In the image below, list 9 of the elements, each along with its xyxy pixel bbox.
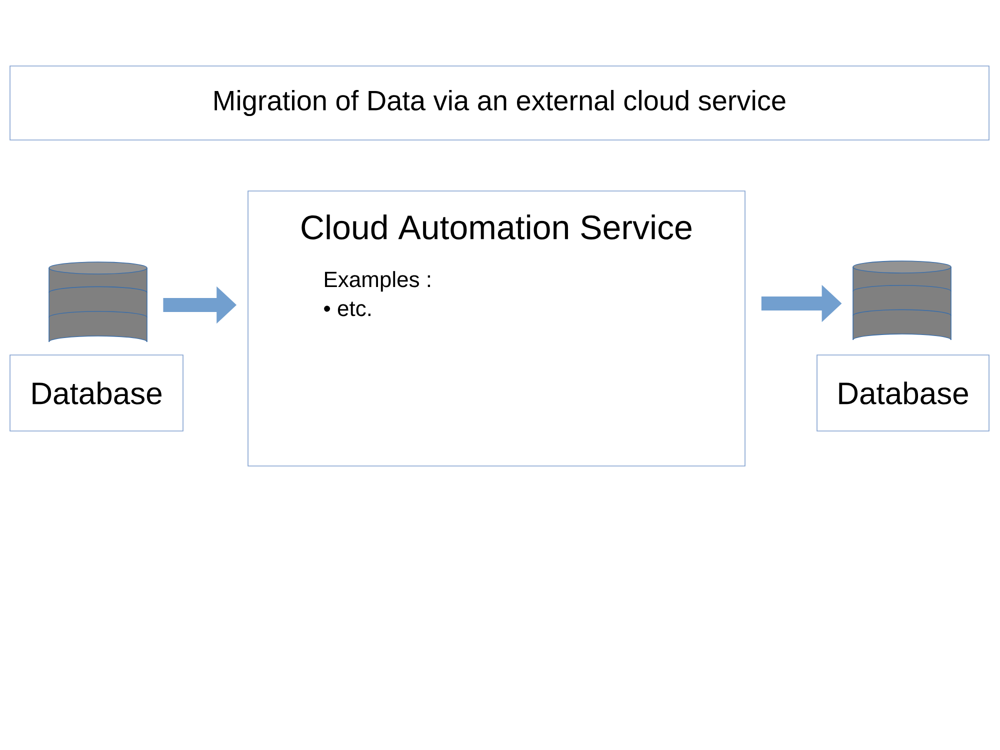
list-heading: Examples : bbox=[325, 271, 430, 292]
text-box: Database bbox=[816, 354, 990, 432]
text-box: Migration of Data via an external cloud service bbox=[10, 66, 990, 140]
text-box: Database bbox=[10, 354, 184, 432]
database-cylinder bbox=[852, 260, 952, 340]
service-box bbox=[248, 190, 746, 466]
box-heading: Cloud Automation Service bbox=[302, 214, 692, 240]
database-cylinder bbox=[48, 262, 148, 342]
list-item: • etc. bbox=[324, 302, 370, 316]
